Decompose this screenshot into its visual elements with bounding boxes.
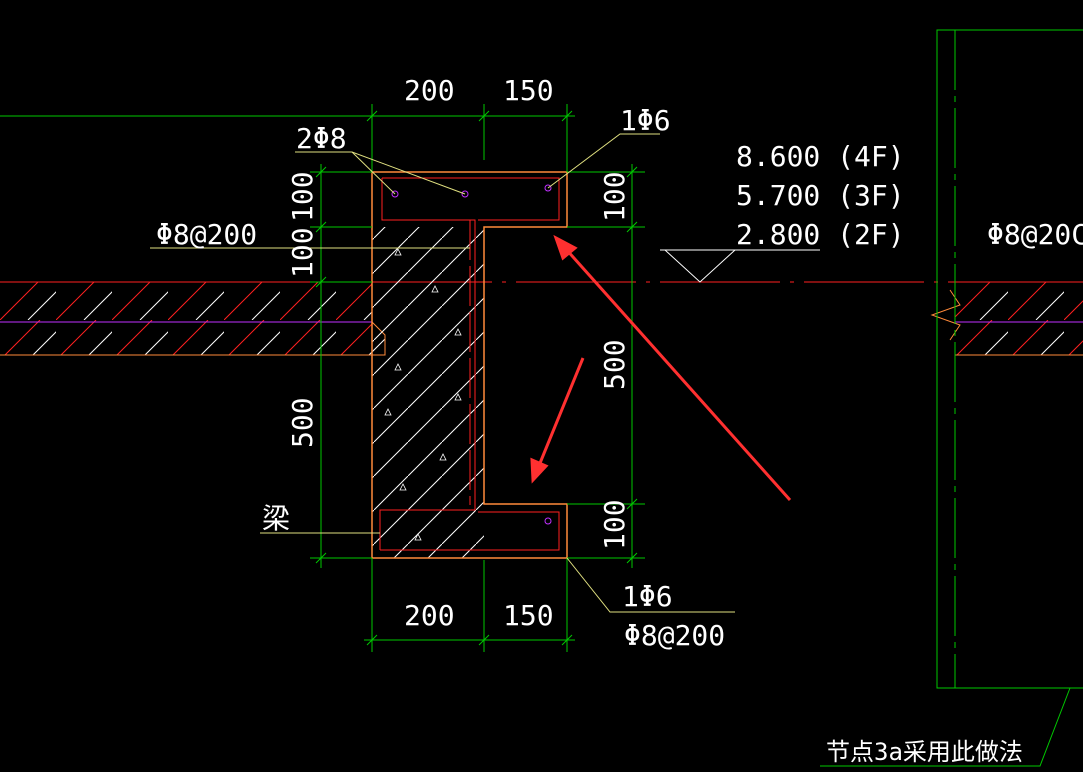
dim-left-100b: 100: [286, 227, 319, 278]
dim-right-500: 500: [598, 339, 631, 390]
label-1phi6-bottom: 1Φ6: [622, 580, 673, 613]
label-2phi8: 2Φ8: [296, 122, 347, 155]
label-stirrup-left: Φ8@200: [156, 218, 257, 251]
floor-slab-left: [0, 281, 386, 356]
note-text: 节点3a采用此做法: [826, 738, 1023, 766]
floor-slab-right: [930, 281, 1083, 356]
dim-bottom-left: 200: [404, 599, 455, 632]
dim-top-right: 150: [503, 74, 554, 107]
dim-top-left: 200: [404, 74, 455, 107]
beam-section: [371, 171, 568, 559]
annotation-arrows: [530, 234, 792, 501]
label-stirrup-bottom: Φ8@200: [624, 619, 725, 652]
elevation-1: 8.600 (4F): [736, 140, 905, 173]
dim-right-100-bottom: 100: [598, 499, 631, 550]
dim-left-100a: 100: [286, 171, 319, 222]
dimension-lines: [310, 29, 1083, 767]
label-1phi6-top: 1Φ6: [620, 104, 671, 137]
elevation-2: 5.700 (3F): [736, 179, 905, 212]
elevation-symbol: [660, 249, 820, 283]
dim-bottom-right: 150: [503, 599, 554, 632]
dim-left-500: 500: [286, 397, 319, 448]
elevation-3: 2.800 (2F): [736, 218, 905, 251]
label-stirrup-right: Φ8@20C: [987, 218, 1083, 251]
leader-lines: [150, 133, 735, 613]
label-beam: 梁: [262, 502, 290, 535]
dim-right-100-top: 100: [598, 171, 631, 222]
